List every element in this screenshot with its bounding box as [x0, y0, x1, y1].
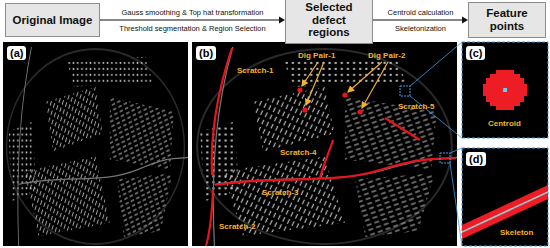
edge-label: Gauss smoothing & Top hat transformation	[121, 8, 263, 17]
box-title: Original Image	[13, 14, 93, 27]
box-title: Feature points	[473, 7, 541, 32]
flow-arrow	[100, 17, 285, 24]
process-box: Original Image	[5, 3, 100, 37]
box-title: Selected defect regions	[290, 1, 368, 39]
arrow-note: Skeletonization	[395, 24, 446, 33]
defect-label: Scratch-1	[237, 66, 273, 75]
arrow-note: Threshold segmentation & Region Selectio…	[119, 24, 265, 33]
defect-label: Scratch-4	[280, 148, 316, 157]
edge-label: Centroid calculation	[388, 8, 454, 17]
panel-letter: (d)	[466, 152, 486, 166]
panel-letter: (a)	[7, 46, 26, 60]
process-box: Selected defect regions	[285, 0, 373, 44]
process-box: Feature points	[468, 2, 546, 38]
defect-label: Dig Pair-1	[298, 51, 335, 60]
defect-label: Scratch-5	[398, 102, 434, 111]
defect-label: Scratch-2	[219, 222, 255, 231]
flow-arrow	[373, 17, 468, 24]
callout-label: Centroid	[488, 119, 521, 128]
panel-letter: (b)	[196, 46, 216, 60]
callout-label: Skeleton	[500, 228, 533, 237]
defect-label: Dig Pair-2	[368, 51, 405, 60]
defect-label: Scratch-3	[262, 188, 298, 197]
panel-letter: (c)	[466, 46, 485, 60]
